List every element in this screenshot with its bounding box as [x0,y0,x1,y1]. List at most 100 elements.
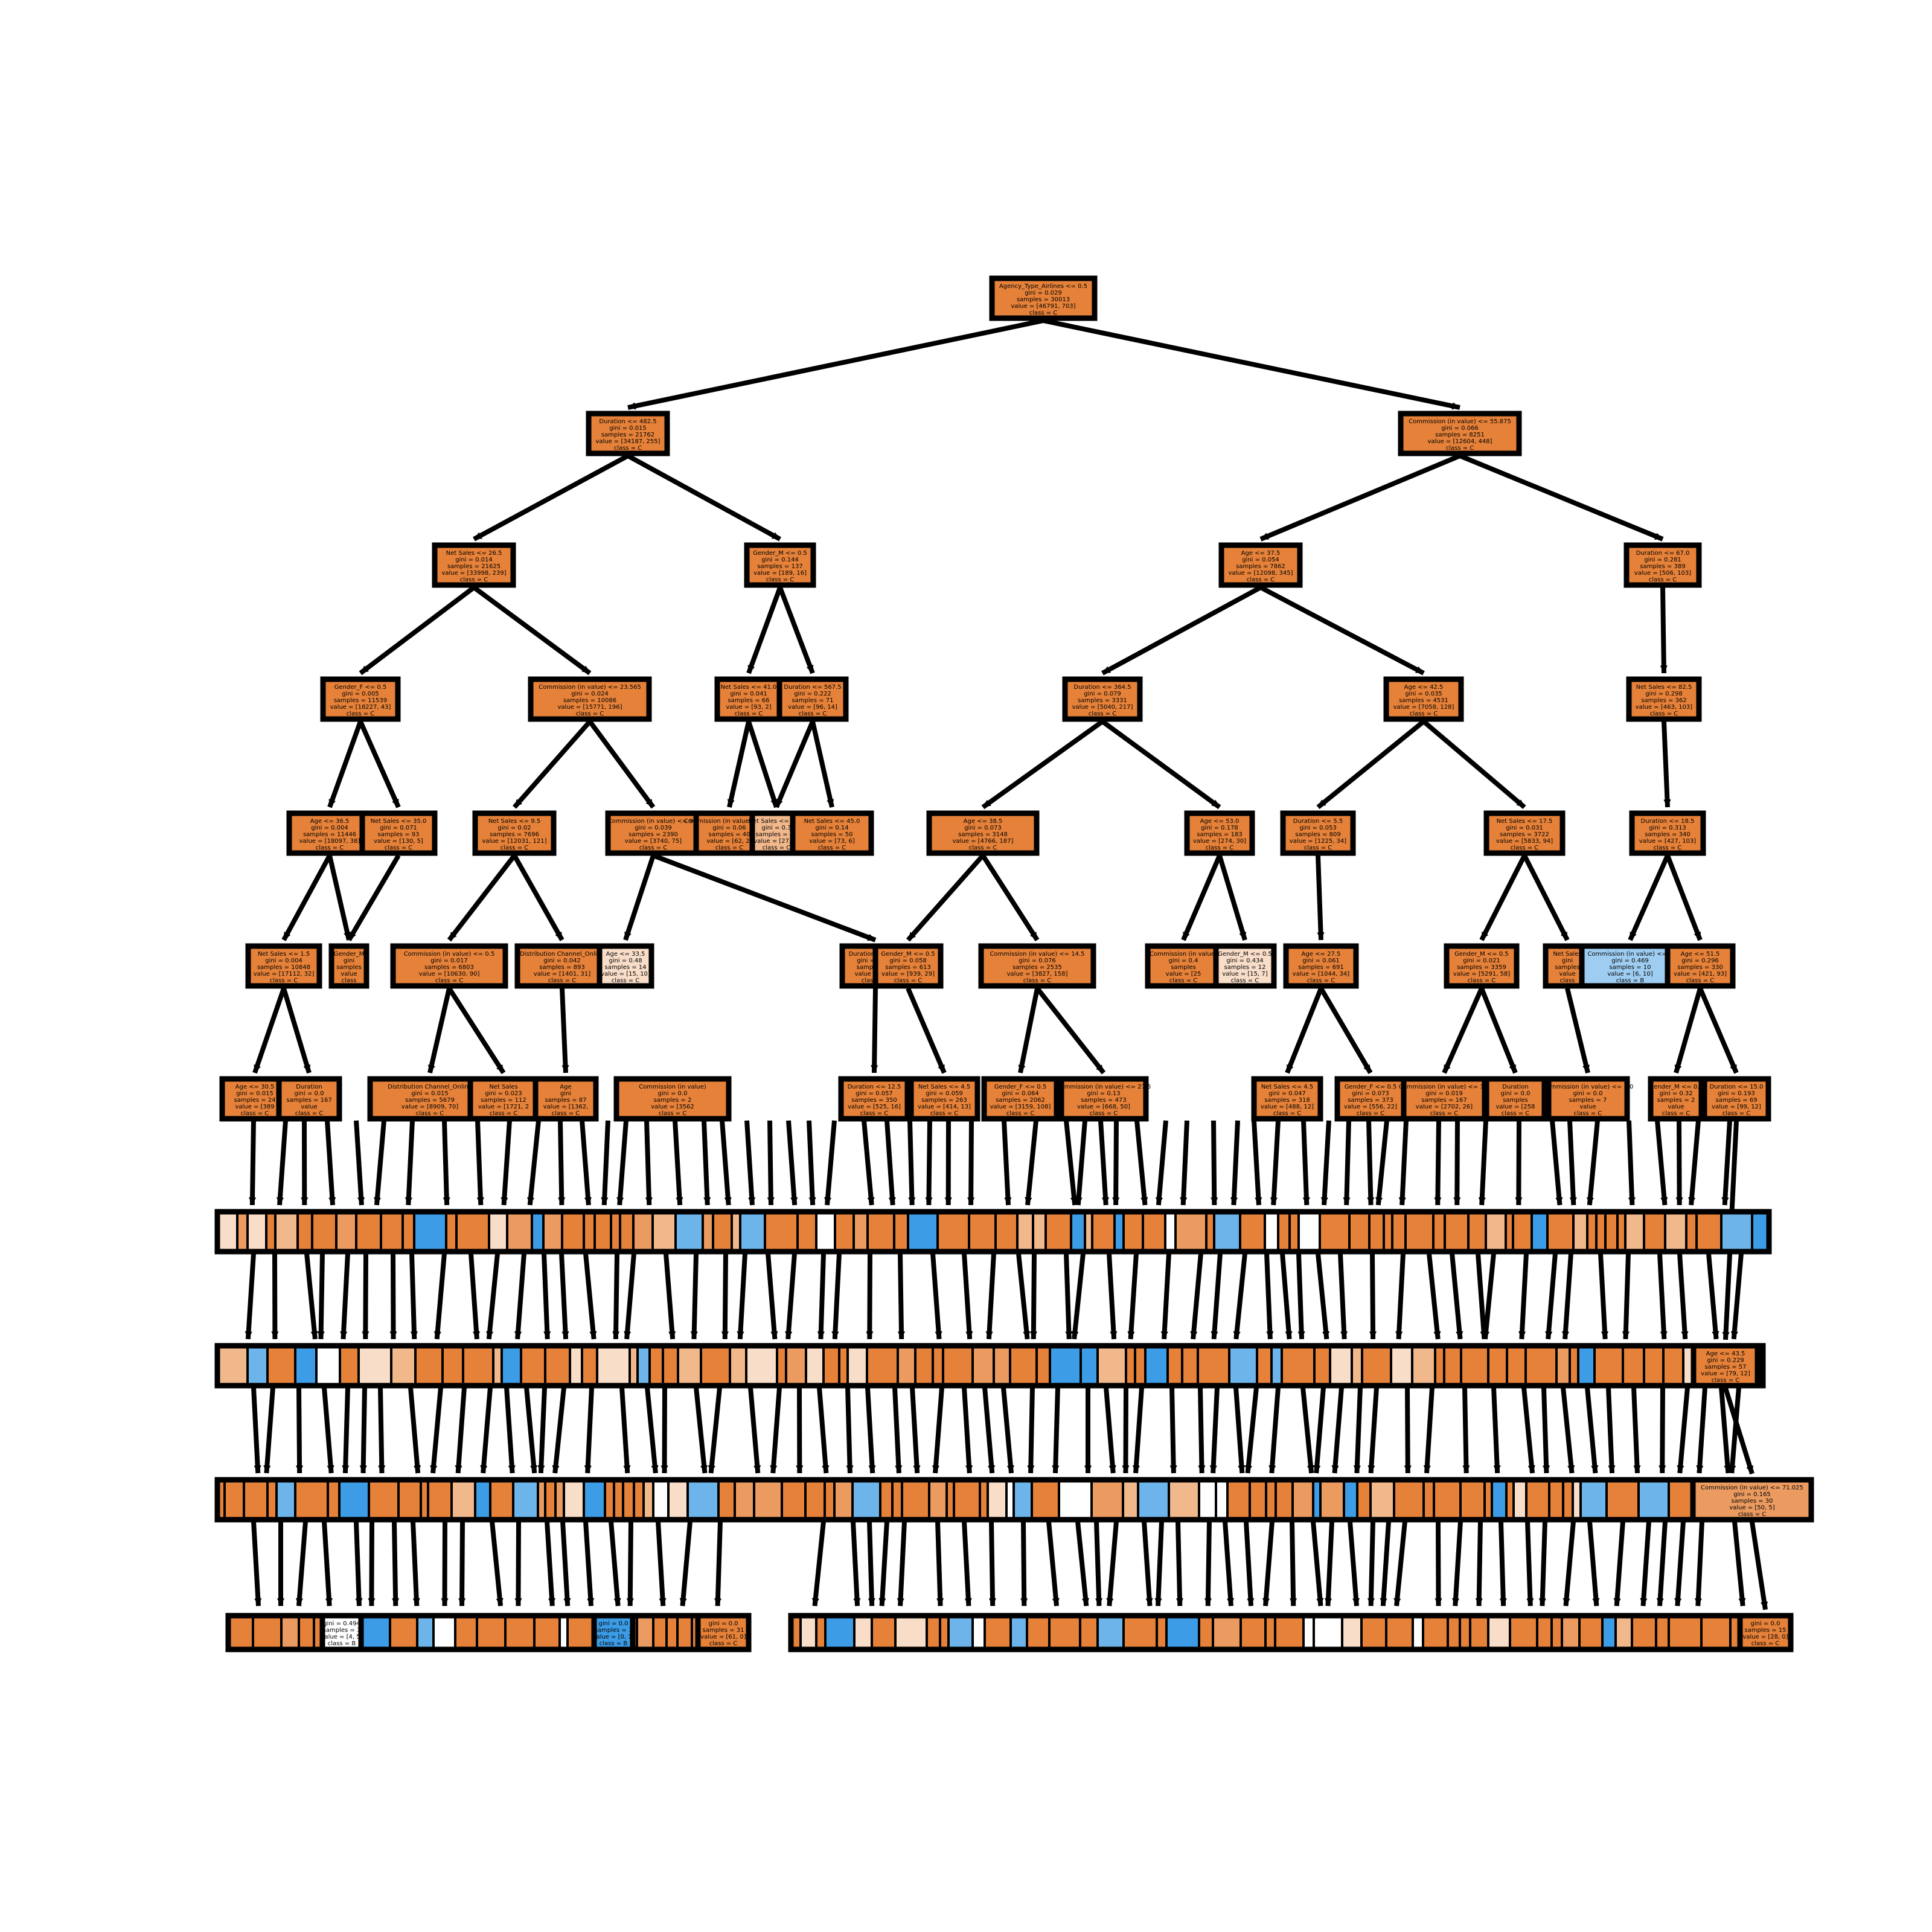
node-label-line: Commission (in value) <= 27.5 [1057,1084,1151,1090]
leaf-node [824,1479,836,1521]
node-box [1483,810,1566,856]
edge-dense [360,1387,367,1474]
node-label-line: gini = 0.313 [1649,825,1686,831]
edge-dense [552,1387,566,1474]
node-label-line: Agency_Type_Airlines <= 0.5 [999,283,1087,290]
arrow-head [1322,1331,1330,1339]
node-label-line: value = [389 [235,1104,274,1110]
leaf-node [633,1479,645,1521]
arrow-head [561,1065,569,1073]
edge-n58-n59 [1723,1387,1754,1475]
edge-dense [601,1120,610,1206]
arrow-head [935,1331,942,1339]
node-label-line: value = [258 [1495,1104,1535,1110]
arrow-head [1393,1598,1401,1606]
arrow-head [785,1331,793,1339]
node-label-line: samples = 15 [1744,1627,1786,1634]
node-box [1623,542,1702,588]
leaf-node [1550,1614,1563,1651]
arrow-head [1004,1197,1012,1205]
arrow-head [613,1598,621,1606]
arrow-head [1316,1598,1324,1606]
arrow-head [668,1331,676,1339]
node-box [1626,676,1702,722]
edge-dense [1107,1253,1117,1340]
arrow-head [1289,1598,1297,1606]
node-label-line: gini = 0.144 [761,557,799,563]
leaf-node [1525,1479,1550,1521]
leaf-node [1329,1345,1353,1387]
arrow-head [1226,1598,1235,1606]
node-label-line: Net Sales <= 17.5 [1497,818,1553,825]
edge-dense [1380,1521,1391,1607]
arrow-head [501,1197,508,1205]
arrow-head [327,1465,334,1473]
leaf-node [1239,1614,1267,1651]
arrow-head [651,1465,659,1473]
arrow-head [1211,1331,1218,1339]
leaf-node [380,1211,404,1253]
arrow-head [328,799,336,807]
leaf-node [1091,1211,1116,1253]
node-label-line: class = C [818,845,846,851]
node-label-line: class = C [270,977,298,984]
arrow-head [1266,1331,1274,1339]
edge-dense [1453,1521,1463,1607]
arrow-head [866,1331,874,1339]
arrow-head [480,1465,488,1473]
node-label-line: gini = 0.3 [762,825,792,831]
node-box [528,676,652,722]
node-box [533,1076,599,1122]
leaf-node [243,1479,269,1521]
node-label-line: class = C [1722,1110,1751,1117]
leaf-node [561,1211,585,1253]
leaf-node [531,1211,545,1253]
arrow-head [817,1331,825,1339]
arrow-head [355,1598,363,1606]
edge-dense [1107,1521,1119,1607]
leaf-node [501,1345,522,1387]
leaf-node [665,1614,679,1651]
edge-n3-n8 [472,585,592,676]
edge-dense [1614,1521,1625,1607]
dense-leaf-rows [214,1209,1796,1652]
leaf-node [520,1345,546,1387]
edge-n10-n19 [774,720,815,808]
arrow-head [659,1598,667,1606]
edge-dense [986,1253,996,1340]
node-label-line: gini = 0.0 [599,1620,629,1627]
arrow-head [543,1331,551,1339]
leaf-node [1509,1614,1538,1651]
node-label-line: class = B [328,1640,356,1647]
node-label-line: class = C [1023,977,1052,984]
leaf-node [785,1345,807,1387]
leaf-node [390,1345,417,1387]
node-label-line: value = [18097, 38] [299,838,360,845]
edge-n9-n19 [746,720,779,808]
edge-dense [1001,1387,1014,1474]
leaf-node [1546,1211,1575,1253]
leaf-node [1197,1345,1230,1387]
arrow-head [1204,1598,1212,1606]
leaf-node [776,1345,787,1387]
node-label-line: value = [73, 6] [809,838,854,845]
leaf-node [674,1211,704,1253]
leaf-node [1313,1614,1343,1651]
edge-n13-n25 [1662,721,1670,808]
node-label-line: samples = 137 [757,563,802,570]
arrow-head [449,932,457,940]
edge-dense [1627,1120,1635,1206]
arrow-head [1155,1197,1163,1205]
arrow-head [1018,1064,1026,1073]
edge-dense [490,1521,504,1607]
arrow-head [349,932,356,940]
leaf-node [1313,1345,1331,1387]
edge-n24-n38 [1522,854,1570,941]
node-label-line: class = C [766,577,795,583]
node-label-line: Commission (in value) <= 1.0 [1543,1084,1634,1090]
